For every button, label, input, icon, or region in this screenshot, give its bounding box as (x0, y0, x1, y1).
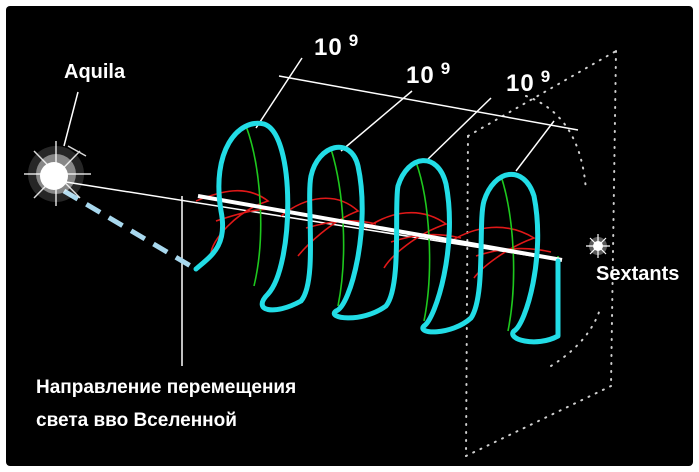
dotted-frame (465, 50, 617, 457)
aquila-label: Aquila (64, 61, 126, 83)
sextants-star-icon (586, 234, 610, 258)
scale-leaders (63, 57, 579, 366)
scale-base: 10 (506, 70, 535, 97)
scale-label-1: 10 9 (314, 32, 359, 61)
diagram-canvas (24, 50, 617, 457)
scale-base: 10 (406, 62, 435, 89)
scale-label-3: 10 9 (506, 68, 551, 97)
scale-exponent: 9 (440, 59, 452, 78)
sextants-label: Sextants (596, 263, 680, 285)
scale-exponent: 9 (348, 31, 360, 50)
caption-line-2: света вво Вселенной (36, 410, 237, 431)
scale-label-2: 10 9 (406, 60, 451, 89)
light-helix (193, 120, 561, 345)
scale-exponent: 9 (540, 67, 552, 86)
dashed-ray (62, 188, 196, 271)
caption-line-1: Направление перемещения (36, 377, 297, 398)
propagation-axis (197, 194, 563, 262)
diagram-panel: Aquila Sextants 10 9 10 9 10 9 Направление … (6, 6, 693, 466)
aquila-star-icon (24, 141, 91, 206)
scale-base: 10 (314, 34, 343, 61)
